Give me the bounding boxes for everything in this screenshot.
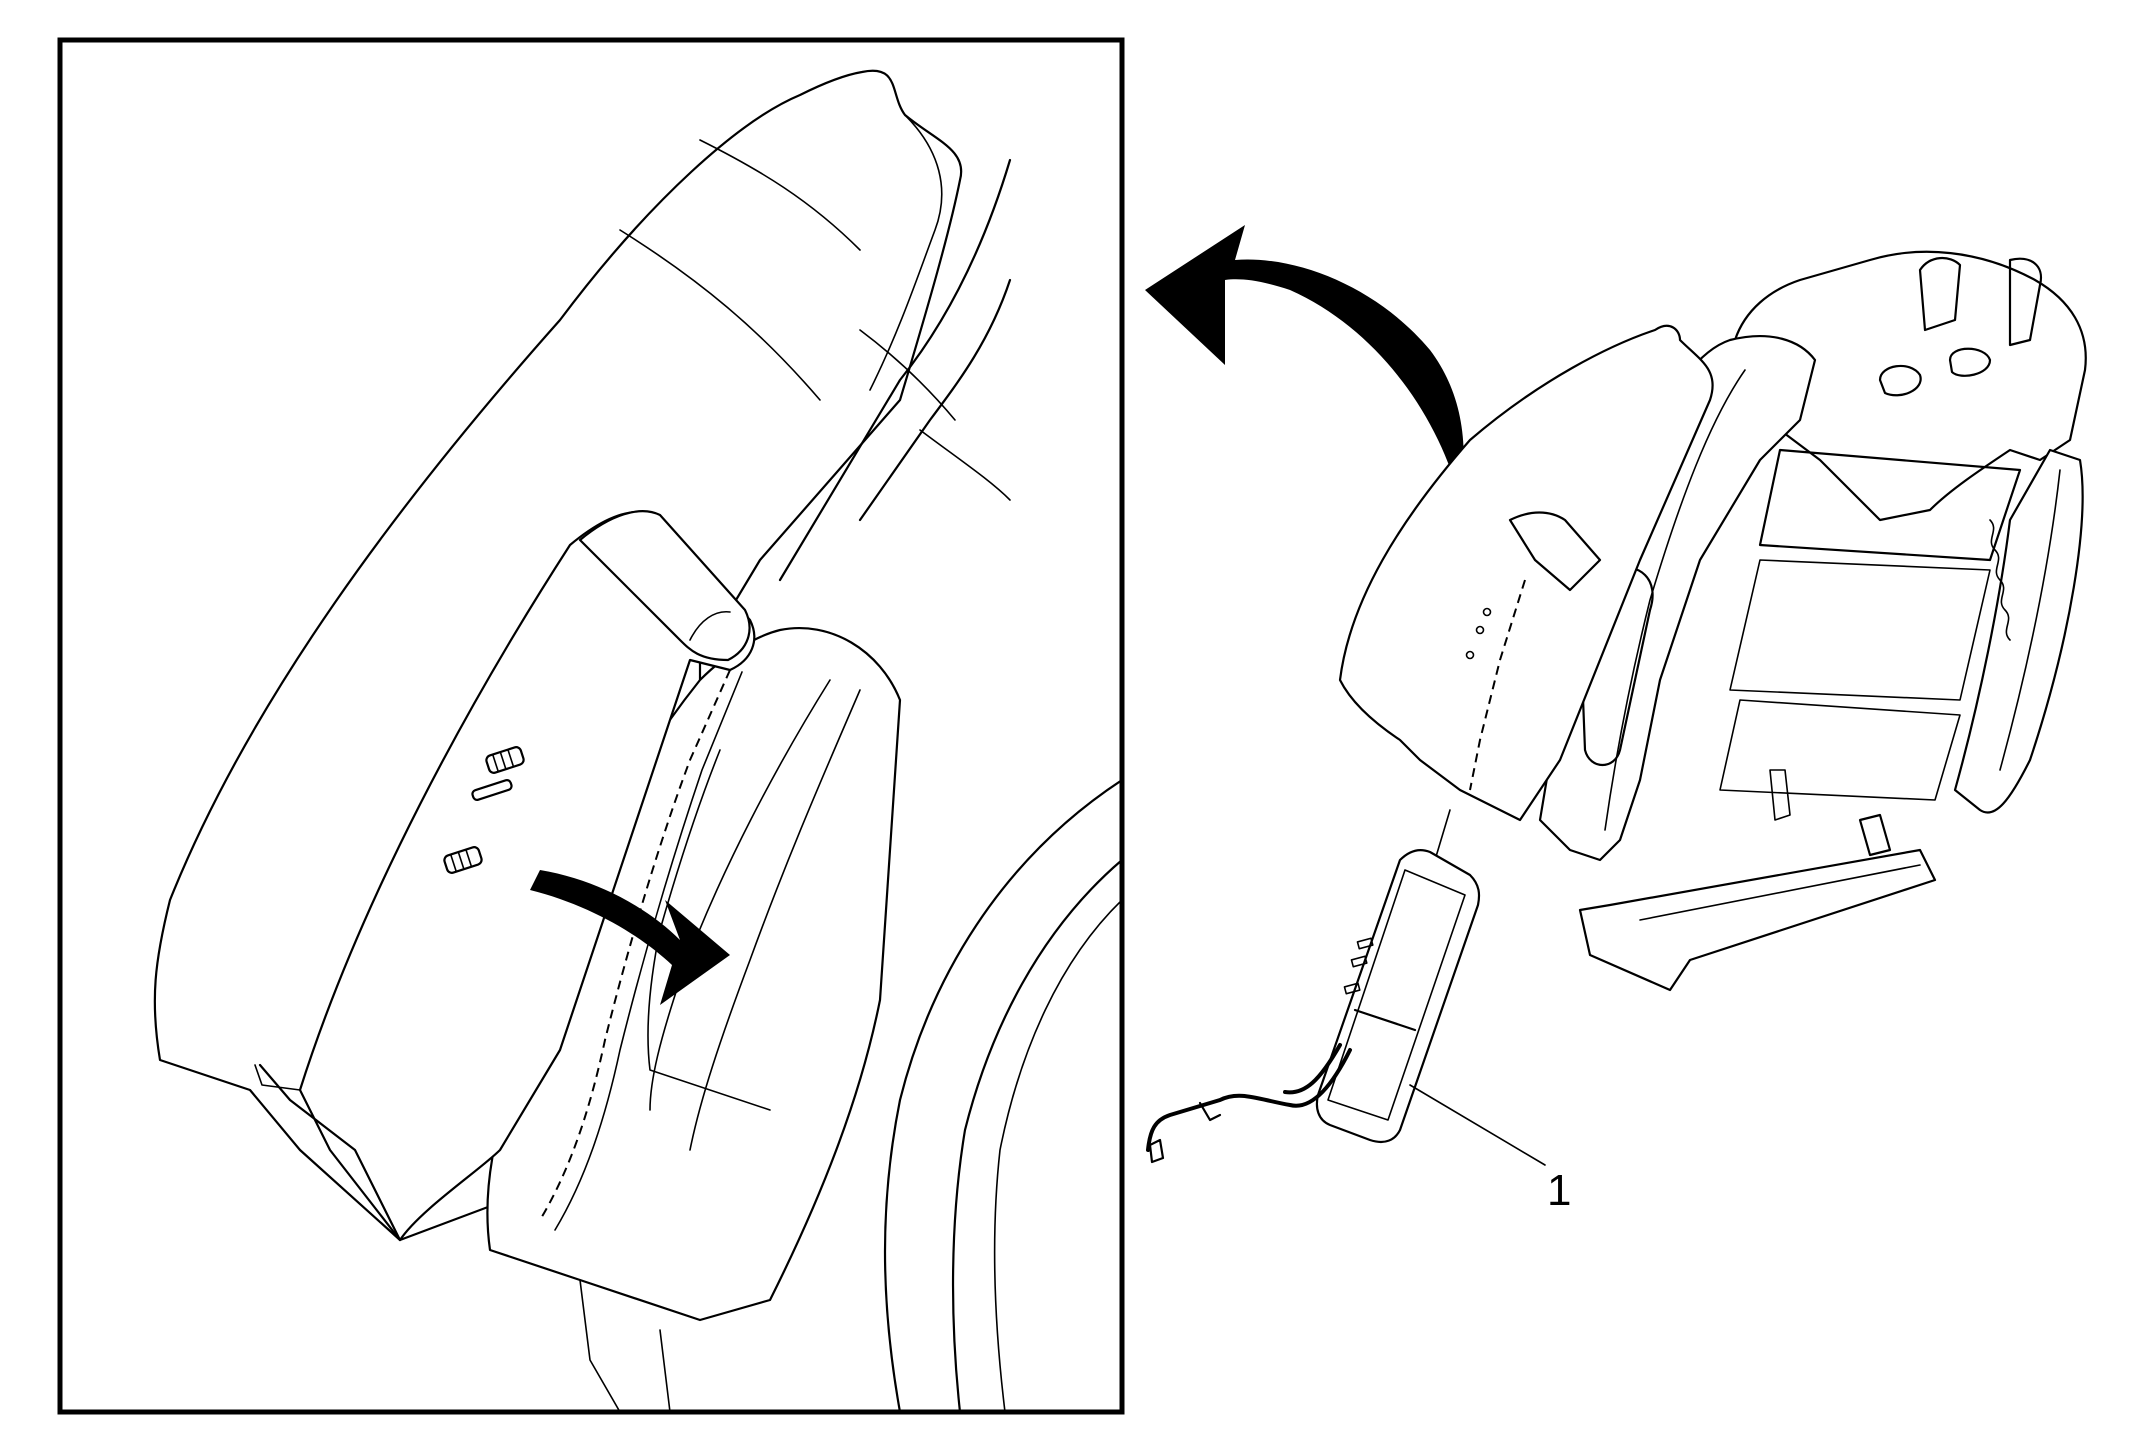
lower-panel-2 [659,1329,671,1412]
airbag-module-band [1353,1008,1417,1032]
housing-seam-solid [554,671,743,1231]
lower-panel [579,1279,621,1412]
callout-1-label: 1 [1547,1166,1571,1215]
seat-base-rail [1639,864,1921,921]
seat-cushion-arc-3 [993,899,1122,1412]
stud-2 [471,779,513,801]
curved-arrow-icon [1145,225,1464,500]
cover-seam [869,114,943,391]
housing-top [578,510,751,662]
stud-3 [443,846,483,874]
seat-cushion-arc [883,778,1122,1412]
frame-side-left-inner [1604,369,1746,831]
frame-panel-2 [1719,699,1961,801]
mounting-studs [443,746,525,874]
trim-seam-dashed [1469,579,1526,791]
frame-cross-member [1758,448,2022,562]
seat-base [1578,848,1937,992]
headrest-guide [1918,257,1962,332]
seat-frame-edge-2 [858,278,1012,522]
small-arrow-icon [530,870,730,1005]
housing-seam-dashed [539,669,731,1221]
airbag-module-face [1327,869,1466,1121]
wire-harness-2 [1283,1043,1342,1095]
seat-frame-edge [778,158,1012,582]
seat-assembly-view: 1 [1145,225,2087,1215]
spring-coil [1989,519,2011,641]
trim-module-pocket [1508,511,1602,592]
wire-harness [1146,1048,1352,1152]
frame-panel [1729,559,1991,701]
housing-ridge [689,611,731,641]
frame-slot [1769,769,1791,821]
headrest-post-socket-2 [1948,347,1992,377]
frame-side-right [1953,448,2084,814]
trim-holes [1465,607,1492,660]
headrest-guide-2 [2008,257,2043,347]
alignment-line [1434,809,1451,861]
seat-cushion-arc-2 [951,858,1122,1412]
airbag-module-studs [1343,937,1374,995]
bolster-inner-1 [689,689,861,1151]
wire-clip [1198,1101,1222,1122]
wire-connector [1148,1138,1165,1164]
seat-trim-cover-folded [1338,324,1714,822]
airbag-module [1315,849,1481,1144]
stud-1 [485,746,525,774]
trim-clip [254,1064,301,1091]
frame-side-right-inner [1999,469,2061,771]
cover-fold-2 [619,229,821,401]
seat-base-bracket [1858,813,1892,857]
cover-fold-1 [699,139,861,251]
detail-view [57,37,1125,1415]
headrest-post-socket-1 [1878,364,1922,397]
cover-fold-3 [859,329,956,421]
callout-leader-line [1409,1084,1546,1166]
seat-frame-inner [919,429,1011,501]
cover-hem [258,1063,402,1242]
